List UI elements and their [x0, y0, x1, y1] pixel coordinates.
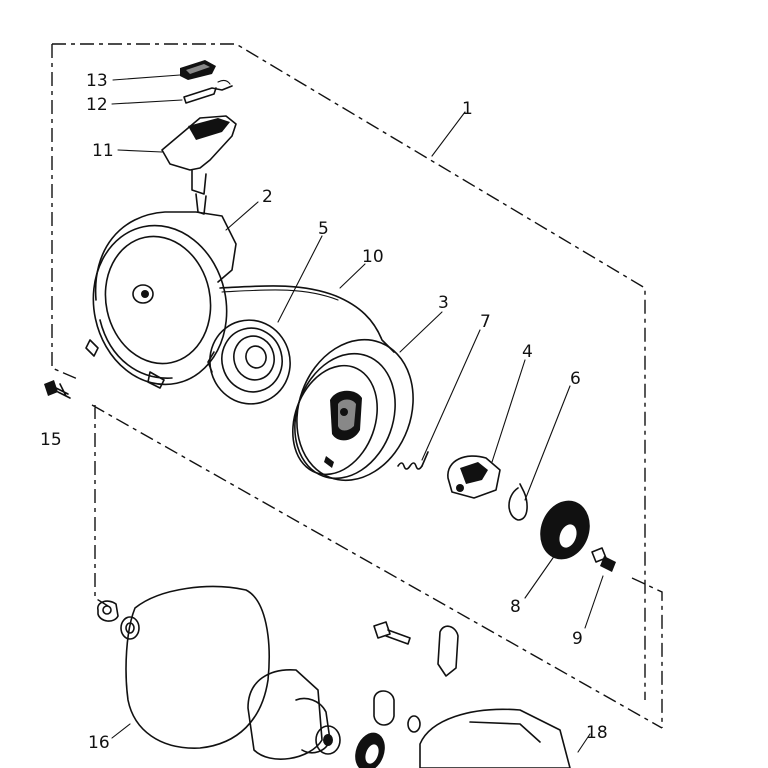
callout-6: 6	[570, 369, 581, 389]
callout-7: 7	[480, 312, 491, 332]
retaining-clip-part	[508, 483, 528, 521]
sheave-drum-part	[292, 338, 414, 482]
bolt-part	[591, 547, 616, 572]
leader-lines	[111, 74, 604, 753]
assembly-boundary	[51, 43, 663, 729]
callout-4: 4	[522, 342, 533, 362]
callout-10: 10	[362, 247, 384, 267]
callout-labels: 13 12 11 1 2 5 10 3 7 4 6 8 9 15 16 18	[40, 71, 608, 753]
washer-part	[540, 500, 590, 560]
nut-washer-part	[97, 600, 140, 640]
lower-bracket-part	[437, 625, 459, 677]
callout-16: 16	[88, 733, 110, 753]
spiral-spring-part	[207, 319, 291, 405]
callout-11: 11	[92, 141, 114, 161]
grip-cap-part	[180, 60, 216, 80]
lower-seal-part	[355, 690, 421, 768]
lower-bolt-part	[373, 621, 411, 645]
callout-13: 13	[86, 71, 108, 91]
pawl-spring-part	[397, 451, 429, 470]
callout-9: 9	[572, 629, 583, 649]
callout-5: 5	[318, 219, 329, 239]
callout-3: 3	[438, 293, 449, 313]
hub-assembly-part	[247, 669, 341, 760]
callout-2: 2	[262, 187, 273, 207]
crankcase-cover-part	[419, 708, 571, 768]
callout-15: 15	[40, 430, 62, 450]
cord-clip-part	[183, 79, 233, 104]
callout-8: 8	[510, 597, 521, 617]
screw-part	[44, 380, 71, 399]
starter-case-part	[85, 211, 237, 389]
callout-18: 18	[586, 723, 608, 743]
ratchet-pawl-part	[447, 455, 501, 499]
starter-handle-part	[161, 115, 237, 215]
gasket-part	[125, 585, 270, 749]
callout-1: 1	[462, 99, 473, 119]
starter-rope-part	[219, 285, 395, 353]
callout-12: 12	[86, 95, 108, 115]
